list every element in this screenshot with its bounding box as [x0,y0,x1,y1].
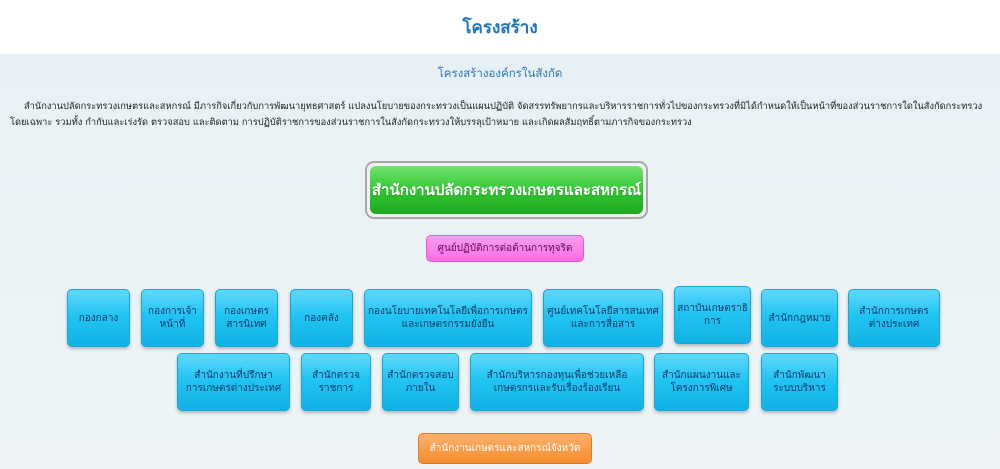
unit-node-overseas-agricultural-counsellor-office[interactable]: สำนักงานที่ปรึกษาการเกษตรต่างประเทศ [177,353,290,411]
unit-node-internal-audit-bureau[interactable]: สำนักตรวจสอบภายใน [382,353,459,411]
unit-node-special-projects-bureau[interactable]: สำนักแผนงานและโครงการพิเศษ [654,353,749,411]
unit-node-legal-bureau[interactable]: สำนักกฎหมาย [761,289,838,347]
description-paragraph: สำนักงานปลัดกระทรวงเกษตรและสหกรณ์ มีภารก… [10,101,983,128]
main-node-frame: สำนักงานปลัดกระทรวงเกษตรและสหกรณ์ [365,161,648,219]
section-subtitle: โครงสร้างองค์กรในสังกัด [437,66,563,80]
unit-node-agricultural-information-division[interactable]: กองเกษตรสารนิเทศ [215,289,278,347]
unit-node-farmers-fund-bureau[interactable]: สำนักบริหารกองทุนเพื่อช่วยเหลือเกษตรกรแล… [470,353,644,411]
main-node-permanent-secretary-office[interactable]: สำนักงานปลัดกระทรวงเกษตรและสหกรณ์ [370,166,643,214]
provincial-office-node[interactable]: สำนักงานเกษตรและสหกรณ์จังหวัด [418,433,592,464]
unit-node-central-division[interactable]: กองกลาง [67,289,130,347]
unit-node-finance-division[interactable]: กองคลัง [290,289,353,347]
anti-corruption-center-node[interactable]: ศูนย์ปฏิบัติการต่อต้านการทุจริต [426,235,584,262]
unit-node-technology-policy-division[interactable]: กองนโยบายเทคโนโลยีเพื่อการเกษตรและเกษตรก… [364,289,532,347]
unit-node-foreign-agriculture-bureau[interactable]: สำนักการเกษตรต่างประเทศ [848,289,940,347]
unit-node-ict-center[interactable]: ศูนย์เทคโนโลยีสารสนเทศและการสื่อสาร [543,289,663,347]
page-title: โครงสร้าง [462,17,538,38]
unit-node-administrative-development-bureau[interactable]: สำนักพัฒนาระบบบริหาร [761,353,838,411]
unit-node-personnel-division[interactable]: กองการเจ้าหน้าที่ [141,289,204,347]
unit-node-inspection-bureau[interactable]: สำนักตรวจราชการ [301,353,371,411]
unit-node-agricultural-institute[interactable]: สถาบันเกษตราธิการ [674,286,751,344]
org-structure-panel: โครงสร้างองค์กรในสังกัด สำนักงานปลัดกระท… [0,54,1000,469]
page-header: โครงสร้าง [0,0,1000,54]
